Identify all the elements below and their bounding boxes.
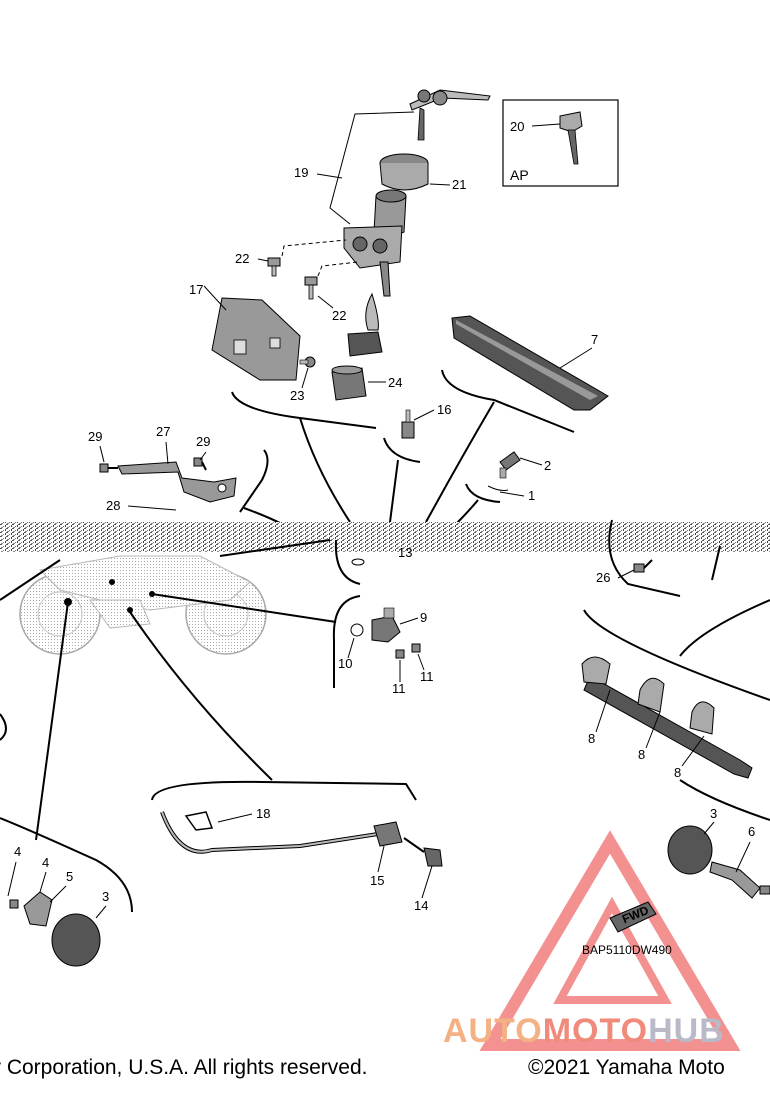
label-17: 17 (189, 282, 203, 297)
bolt-29b-icon (193, 457, 207, 471)
watermark-logo-triangle (479, 830, 741, 1051)
label-10: 10 (338, 656, 352, 671)
watermark-moto: MOTO (542, 1012, 649, 1050)
label-15: 15 (370, 873, 384, 888)
part-code: BAP5110DW490 (582, 943, 672, 957)
bolt-22b-icon (304, 276, 318, 300)
label-29a: 29 (88, 429, 102, 444)
watermark-hub: HUB (648, 1012, 725, 1050)
cap-3a-icon (51, 913, 101, 967)
label-8c: 8 (674, 765, 681, 780)
label-27: 27 (156, 424, 170, 439)
label-7: 7 (591, 332, 598, 347)
sensor-9-icon (350, 607, 401, 643)
motorcycle-silhouette (19, 555, 267, 655)
label-22b: 22 (332, 308, 346, 323)
label-4b: 4 (42, 855, 49, 870)
label-1: 1 (528, 488, 535, 503)
label-6: 6 (748, 824, 755, 839)
lock-cap-icon (379, 153, 429, 191)
wire-harness-icon (160, 811, 443, 867)
label-16: 16 (437, 402, 451, 417)
label-14: 14 (414, 898, 428, 913)
watermark-auto: AUTO (443, 1012, 543, 1050)
scan-noise-band (0, 522, 770, 552)
footer-right-text: ©2021 Yamaha Moto (528, 1056, 725, 1079)
meter-unit-7-icon (451, 315, 609, 411)
bracket-27-icon (117, 461, 237, 503)
bolt-22a-icon (267, 257, 281, 277)
handlebar-grips-8-icon (581, 656, 753, 779)
label-29b: 29 (196, 434, 210, 449)
part-13-icon (351, 558, 365, 566)
key-set-icon (409, 89, 491, 141)
copyright-footer: r Corporation, U.S.A. All rights reserve… (0, 1052, 770, 1088)
label-9: 9 (420, 610, 427, 625)
label-8a: 8 (588, 731, 595, 746)
ap-box: 20 AP (502, 99, 619, 187)
switch-2-icon (499, 451, 521, 479)
label-24: 24 (388, 375, 402, 390)
label-13: 13 (398, 545, 412, 560)
watermark-text: AUTOMOTOHUB (443, 1012, 725, 1051)
label-20: 20 (510, 119, 524, 134)
label-19: 19 (294, 165, 308, 180)
label-4a: 4 (14, 844, 21, 859)
label-22a: 22 (235, 251, 249, 266)
bolt-11b-icon (411, 643, 421, 653)
bracket-5-icon (9, 891, 53, 927)
sensor-16-icon (401, 409, 415, 439)
bolt-11a-icon (395, 649, 405, 659)
cap-3b-icon (667, 825, 713, 875)
label-3b: 3 (710, 806, 717, 821)
label-11a: 11 (392, 681, 406, 696)
ap-label: AP (510, 167, 529, 183)
cover-24-icon (331, 365, 367, 401)
label-11b: 11 (420, 669, 434, 684)
label-18: 18 (256, 806, 270, 821)
label-28: 28 (106, 498, 120, 513)
main-switch-icon (343, 189, 407, 357)
bracket-17-icon (211, 297, 301, 381)
screw-23-icon (299, 356, 316, 368)
label-2: 2 (544, 458, 551, 473)
footer-left-text: r Corporation, U.S.A. All rights reserve… (0, 1056, 368, 1079)
label-26: 26 (596, 570, 610, 585)
label-5: 5 (66, 869, 73, 884)
label-8b: 8 (638, 747, 645, 762)
bolt-29a-icon (99, 463, 118, 473)
bolt-26-icon (633, 559, 653, 573)
label-21: 21 (452, 177, 466, 192)
label-23: 23 (290, 388, 304, 403)
label-3a: 3 (102, 889, 109, 904)
bracket-6-icon (709, 861, 770, 899)
key-blank-icon (559, 111, 583, 165)
